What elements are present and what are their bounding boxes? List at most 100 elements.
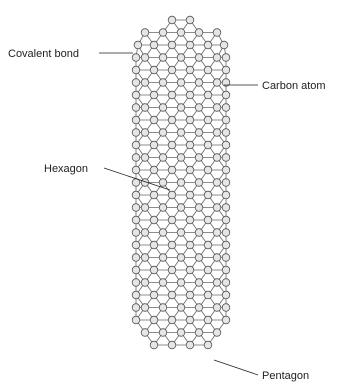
label-covalent-bond-group: Covalent bond bbox=[8, 48, 133, 60]
carbon-atom bbox=[213, 179, 221, 187]
carbon-atom bbox=[186, 91, 194, 99]
carbon-atom bbox=[159, 279, 167, 287]
carbon-atom bbox=[132, 204, 140, 212]
carbon-atom bbox=[159, 54, 167, 62]
carbon-atom bbox=[177, 329, 185, 337]
carbon-atom bbox=[177, 29, 185, 37]
carbon-atom bbox=[222, 179, 230, 187]
carbon-atom bbox=[222, 129, 230, 137]
carbon-atom bbox=[222, 304, 230, 312]
carbon-atom bbox=[213, 129, 221, 137]
carbon-atom bbox=[177, 54, 185, 62]
carbon-atom bbox=[177, 79, 185, 87]
carbon-atom bbox=[204, 241, 212, 249]
carbon-atom bbox=[213, 104, 221, 112]
carbon-atom bbox=[132, 304, 140, 312]
carbon-atom bbox=[141, 329, 149, 337]
carbon-atom bbox=[213, 54, 221, 62]
carbon-atom bbox=[132, 104, 140, 112]
carbon-atom bbox=[186, 66, 194, 74]
carbon-atom bbox=[150, 341, 158, 349]
carbon-atom bbox=[159, 179, 167, 187]
leader-line-pentagon bbox=[214, 360, 258, 375]
carbon-atom bbox=[159, 254, 167, 262]
carbon-atom bbox=[222, 154, 230, 162]
carbon-atom bbox=[213, 329, 221, 337]
label-covalent-bond: Covalent bond bbox=[8, 48, 79, 60]
carbon-atom bbox=[132, 279, 140, 287]
carbon-atom bbox=[204, 41, 212, 49]
carbon-atom bbox=[132, 229, 140, 237]
carbon-atom bbox=[195, 254, 203, 262]
carbon-atom bbox=[186, 166, 194, 174]
carbon-atom bbox=[204, 341, 212, 349]
carbon-atom bbox=[177, 229, 185, 237]
carbon-atom bbox=[159, 154, 167, 162]
carbon-atom bbox=[177, 129, 185, 137]
carbon-atom bbox=[168, 241, 176, 249]
carbon-atom bbox=[204, 66, 212, 74]
carbon-atom bbox=[213, 154, 221, 162]
carbon-atom bbox=[186, 241, 194, 249]
carbon-atom bbox=[195, 104, 203, 112]
carbon-atom bbox=[204, 266, 212, 274]
carbon-atom bbox=[222, 216, 230, 224]
carbon-atom bbox=[204, 316, 212, 324]
carbon-atom bbox=[204, 91, 212, 99]
carbon-atom bbox=[222, 66, 230, 74]
carbon-atom bbox=[186, 141, 194, 149]
carbon-atom bbox=[168, 16, 176, 24]
carbon-atom bbox=[150, 166, 158, 174]
label-carbon-atom-group: Carbon atom bbox=[224, 80, 326, 92]
carbon-atom bbox=[222, 229, 230, 237]
carbon-atom bbox=[195, 279, 203, 287]
carbon-atom bbox=[159, 79, 167, 87]
carbon-atom bbox=[222, 279, 230, 287]
carbon-atom bbox=[159, 204, 167, 212]
carbon-atom bbox=[141, 304, 149, 312]
carbon-atom bbox=[195, 204, 203, 212]
label-hexagon: Hexagon bbox=[44, 163, 88, 175]
carbon-atom bbox=[222, 104, 230, 112]
carbon-atom bbox=[132, 141, 140, 149]
carbon-atom bbox=[213, 304, 221, 312]
carbon-atom bbox=[141, 254, 149, 262]
carbon-atom bbox=[177, 104, 185, 112]
carbon-atom bbox=[186, 216, 194, 224]
carbon-atom bbox=[177, 279, 185, 287]
carbon-atom bbox=[141, 154, 149, 162]
carbon-atom bbox=[213, 254, 221, 262]
carbon-atom bbox=[177, 304, 185, 312]
label-carbon-atom: Carbon atom bbox=[262, 80, 326, 92]
carbon-atom bbox=[132, 116, 140, 124]
carbon-atom bbox=[195, 154, 203, 162]
carbon-atom bbox=[132, 241, 140, 249]
carbon-atom bbox=[159, 304, 167, 312]
carbon-atom bbox=[132, 191, 140, 199]
carbon-atom bbox=[132, 66, 140, 74]
carbon-atom bbox=[132, 154, 140, 162]
carbon-atom bbox=[213, 29, 221, 37]
carbon-atom bbox=[168, 341, 176, 349]
carbon-atom bbox=[132, 91, 140, 99]
carbon-atom bbox=[195, 29, 203, 37]
carbon-atom bbox=[168, 216, 176, 224]
carbon-atom bbox=[195, 304, 203, 312]
carbon-atom bbox=[150, 241, 158, 249]
carbon-atom bbox=[132, 291, 140, 299]
carbon-atom bbox=[168, 166, 176, 174]
carbon-atom bbox=[186, 16, 194, 24]
carbon-atom bbox=[150, 266, 158, 274]
carbon-atom bbox=[150, 291, 158, 299]
carbon-atom bbox=[195, 329, 203, 337]
carbon-atom bbox=[132, 129, 140, 137]
carbon-atom bbox=[195, 129, 203, 137]
carbon-atom bbox=[220, 41, 228, 49]
carbon-atom bbox=[186, 291, 194, 299]
carbon-atom bbox=[132, 216, 140, 224]
carbon-atom bbox=[177, 204, 185, 212]
carbon-atom bbox=[204, 116, 212, 124]
carbon-atom bbox=[141, 54, 149, 62]
carbon-atom bbox=[195, 54, 203, 62]
carbon-atom bbox=[222, 204, 230, 212]
